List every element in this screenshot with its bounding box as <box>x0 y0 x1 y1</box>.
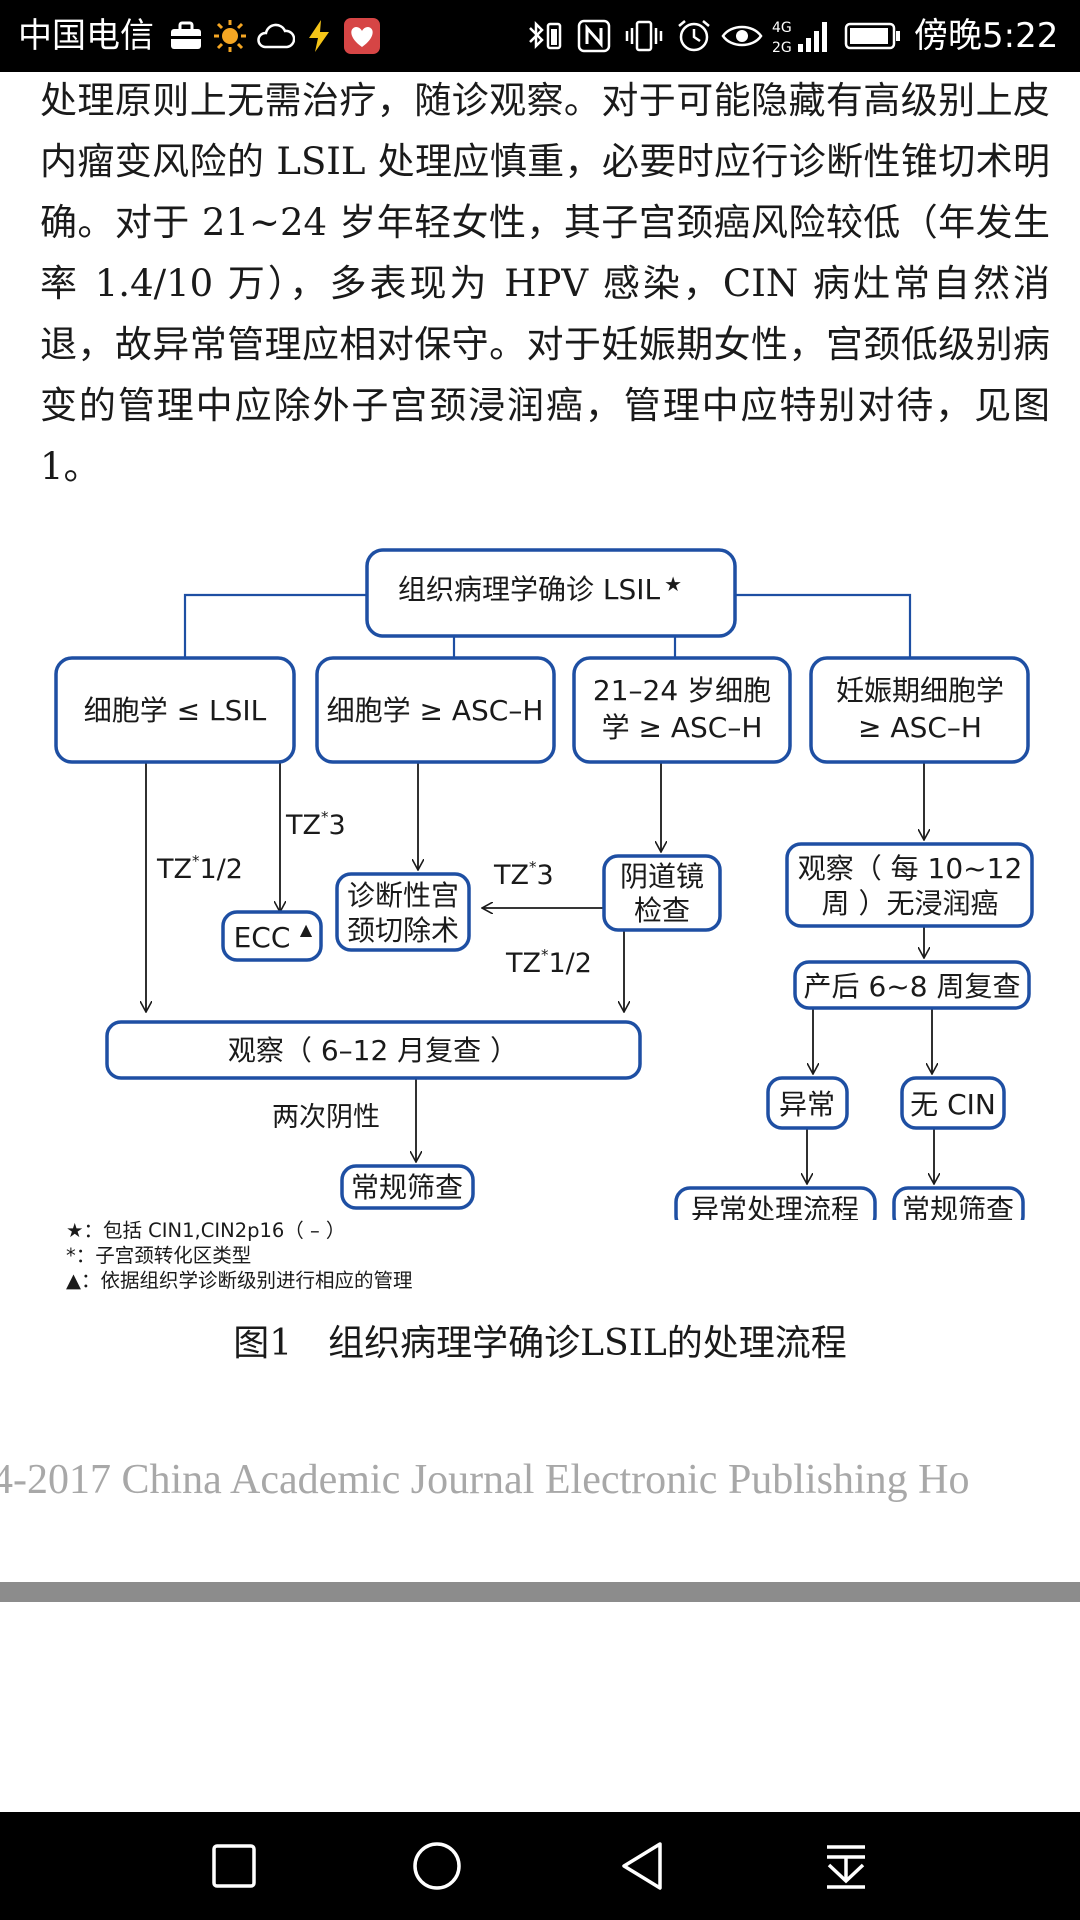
node-pregnancy: 妊娠期细胞学 ≥ ASC–H <box>809 656 1030 764</box>
dropdown-icon <box>827 1845 865 1889</box>
back-icon <box>622 1842 662 1890</box>
status-time: 傍晚5:22 <box>914 16 1059 56</box>
alarm-icon <box>674 12 714 60</box>
vibrate-icon <box>622 12 666 60</box>
svg-text:细胞学 ≤ LSIL: 细胞学 ≤ LSIL <box>84 694 267 727</box>
svg-text:组织病理学确诊 LSIL★: 组织病理学确诊 LSIL★ <box>398 572 682 606</box>
edge-label-two-negative: 两次阴性 <box>272 1102 380 1133</box>
svg-text:诊断性宫: 诊断性宫 <box>347 879 459 912</box>
svg-text:细胞学 ≥ ASC–H: 细胞学 ≥ ASC–H <box>327 694 544 727</box>
svg-text:观察（ 6–12 月复查 ）: 观察（ 6–12 月复查 ） <box>228 1034 518 1067</box>
carrier-name: 中国电信 <box>18 16 154 56</box>
node-root-lsil: 组织病理学确诊 LSIL★ <box>365 548 737 638</box>
node-colposcopy: 阴道镜 检查 <box>602 854 722 932</box>
heart-app-icon <box>342 12 382 60</box>
edge-label-tz-1-2-left: TZ*1/2 <box>156 852 243 885</box>
edge-label-tz-3-left: TZ*3 <box>285 808 346 841</box>
navigation-bar <box>0 1812 1080 1920</box>
home-button[interactable] <box>397 1834 477 1898</box>
bolt-icon <box>304 12 334 60</box>
svg-text:21–24 岁细胞: 21–24 岁细胞 <box>593 674 771 707</box>
publisher-watermark: 4-2017 China Academic Journal Electronic… <box>0 1457 970 1503</box>
page-divider <box>0 1582 1080 1602</box>
svg-text:ECC: ECC <box>234 921 291 954</box>
node-postpartum-recheck: 产后 6~8 周复查 <box>793 960 1031 1010</box>
edge-label-tz-3-mid: TZ*3 <box>493 858 554 891</box>
flow-arrows <box>146 762 934 1184</box>
svg-text:观察（ 每 10~12: 观察（ 每 10~12 <box>798 852 1023 885</box>
article-paragraph: 处理原则上无需治疗，随诊观察。对于可能隐藏有高级别上皮内瘤变风险的 LSIL 处… <box>40 79 1050 488</box>
svg-text:常规筛查: 常规筛查 <box>351 1171 463 1204</box>
svg-text:妊娠期细胞学: 妊娠期细胞学 <box>836 674 1004 707</box>
node-abnormal-process: 异常处理流程 <box>674 1186 877 1220</box>
node-routine-screening-right: 常规筛查 <box>892 1186 1025 1220</box>
svg-text:常规筛查: 常规筛查 <box>902 1193 1014 1220</box>
sun-icon <box>212 12 248 60</box>
footnote-asterisk: *：子宫颈转化区类型 <box>66 1244 252 1267</box>
node-observe-6-12: 观察（ 6–12 月复查 ） <box>105 1020 642 1080</box>
svg-text:产后 6~8 周复查: 产后 6~8 周复查 <box>804 970 1021 1003</box>
node-conization: 诊断性宫 颈切除术 <box>335 872 471 952</box>
bluetooth-icon <box>522 12 566 60</box>
svg-text:颈切除术: 颈切除术 <box>347 914 459 947</box>
svg-text:4G: 4G <box>772 20 792 36</box>
node-pregnancy-observe: 观察（ 每 10~12 周 ）无浸润癌 <box>785 842 1034 928</box>
node-routine-screening-left: 常规筛查 <box>340 1164 475 1210</box>
svg-text:无 CIN: 无 CIN <box>910 1088 996 1121</box>
node-cytology-asch: 细胞学 ≥ ASC–H <box>315 656 556 764</box>
cloud-icon <box>256 12 296 60</box>
footnote-triangle: ▲：依据组织学诊断级别进行相应的管理 <box>66 1269 413 1292</box>
nfc-icon <box>576 12 612 60</box>
svg-text:学 ≥ ASC–H: 学 ≥ ASC–H <box>602 711 763 744</box>
svg-text:▲: ▲ <box>300 920 313 939</box>
svg-text:阴道镜: 阴道镜 <box>620 860 704 893</box>
figure-caption: 图1 组织病理学确诊LSIL的处理流程 <box>233 1323 847 1364</box>
svg-text:周 ）无浸润癌: 周 ）无浸润癌 <box>822 887 999 920</box>
node-abnormal: 异常 <box>766 1076 849 1130</box>
svg-text:≥ ASC–H: ≥ ASC–H <box>858 711 982 744</box>
svg-text:2G: 2G <box>772 40 792 56</box>
svg-text:异常: 异常 <box>779 1088 835 1121</box>
node-age-21-24: 21–24 岁细胞 学 ≥ ASC–H <box>572 656 792 764</box>
svg-text:异常处理流程: 异常处理流程 <box>691 1193 859 1220</box>
recents-icon <box>212 1844 256 1888</box>
lsil-flowchart: TZ*1/2 TZ*3 TZ*3 TZ*1/2 两次阴性 组织病理学确诊 LSI… <box>54 548 1034 1220</box>
eye-icon <box>720 12 764 60</box>
recents-button[interactable] <box>194 1834 274 1898</box>
notification-dropdown-button[interactable] <box>806 1834 886 1898</box>
root-connectors <box>183 593 912 658</box>
battery-icon <box>844 12 902 60</box>
edge-label-tz-1-2-mid: TZ*1/2 <box>505 946 592 979</box>
node-cytology-lsil: 细胞学 ≤ LSIL <box>54 656 296 764</box>
back-button[interactable] <box>603 1834 683 1898</box>
footnote-star: ★：包括 CIN1,CIN2p16（ – ） <box>66 1219 346 1242</box>
node-ecc: ECC ▲ <box>221 910 323 962</box>
briefcase-icon <box>168 12 204 60</box>
node-no-cin: 无 CIN <box>900 1076 1006 1130</box>
home-icon <box>413 1842 461 1890</box>
svg-text:检查: 检查 <box>634 894 690 927</box>
figure-footnotes: ★：包括 CIN1,CIN2p16（ – ） *：子宫颈转化区类型 ▲：依据组织… <box>66 1218 413 1293</box>
